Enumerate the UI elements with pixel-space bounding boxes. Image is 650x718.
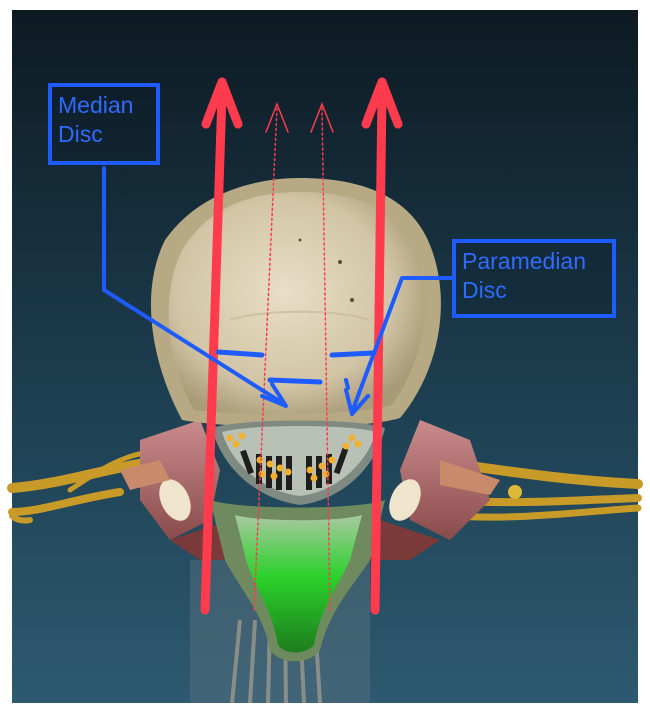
paramedian-disc-label-line1: Paramedian bbox=[462, 247, 606, 276]
disc-marker-small bbox=[346, 380, 348, 388]
median-disc-label: Median Disc bbox=[48, 83, 160, 165]
disc-marker-left bbox=[218, 352, 262, 355]
vertebral-body bbox=[151, 178, 441, 427]
disc-marker-right bbox=[332, 353, 374, 355]
median-disc-label-line1: Median bbox=[58, 91, 150, 120]
disc-marker-center bbox=[270, 380, 320, 382]
median-disc-label-line2: Disc bbox=[58, 120, 150, 149]
paramedian-disc-label: Paramedian Disc bbox=[452, 239, 616, 318]
paramedian-disc-label-line2: Disc bbox=[462, 276, 606, 305]
